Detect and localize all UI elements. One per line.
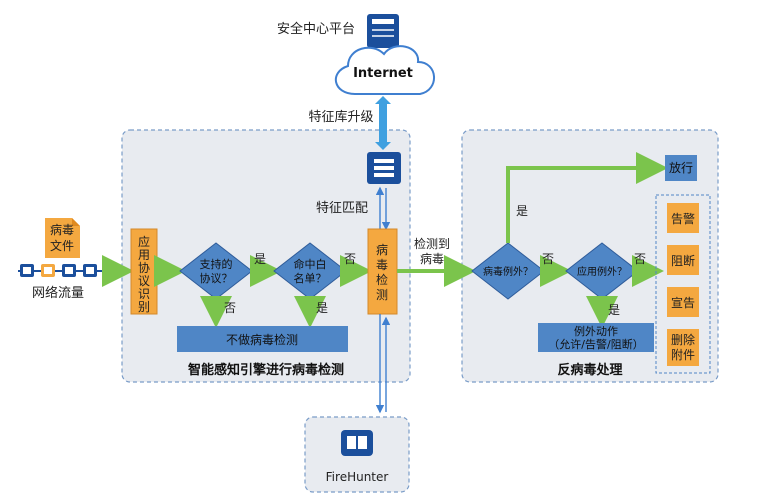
no-scan-bar	[177, 326, 348, 352]
action-box-delete-attachment	[667, 329, 699, 366]
detected-label-2: 病毒	[420, 251, 444, 266]
app-identify-char-2: 用	[138, 248, 150, 262]
action-box-announce	[667, 287, 699, 317]
whitelist-line2: 名单？	[294, 271, 327, 285]
match-label: 特征匹配	[316, 201, 368, 216]
app-exception-label: 应用例外？	[577, 265, 627, 278]
exception-action-bar	[538, 323, 654, 352]
upgrade-label: 特征库升级	[308, 109, 373, 125]
arrow-virus-exception-yes	[506, 152, 668, 243]
action-delete-line1: 删除	[671, 332, 695, 347]
virus-exception-yes-label: 是	[516, 204, 528, 218]
virus-file-icon	[45, 218, 80, 258]
whitelist-line1: 命中白	[294, 257, 327, 271]
virus-scan-char-2: 毒	[376, 258, 388, 272]
app-identify-char-6: 别	[138, 300, 150, 314]
app-identify-char-3: 协	[138, 260, 150, 275]
virus-file-line1: 病毒	[50, 222, 74, 237]
support-protocol-line1: 支持的	[200, 257, 233, 271]
internet-cloud	[334, 45, 435, 95]
action-box-alert	[667, 203, 699, 233]
server-icon	[367, 14, 399, 48]
action-box-block	[667, 245, 699, 275]
upgrade-arrow-head-bottom	[375, 142, 391, 150]
no-scan-label: 不做病毒检测	[226, 332, 298, 347]
action-block-label: 阻断	[671, 253, 695, 268]
action-delete-line2: 附件	[671, 348, 695, 362]
action-group	[655, 194, 711, 374]
virus-exception-diamond	[471, 242, 545, 300]
support-protocol-line2: 协议？	[200, 271, 233, 285]
internet-label: Internet	[353, 66, 413, 81]
action-alert-label: 告警	[671, 211, 695, 226]
app-identify-char-4: 议	[138, 274, 150, 288]
app-exception-no-label: 否	[634, 252, 646, 266]
firehunter-label: FireHunter	[326, 470, 389, 484]
virus-scan-box	[367, 228, 398, 315]
traffic-label: 网络流量	[32, 285, 84, 301]
traffic-packets	[18, 264, 102, 277]
platform-label: 安全中心平台	[277, 21, 355, 37]
pass-label: 放行	[669, 160, 693, 175]
support-no-label: 否	[224, 301, 236, 315]
virus-exception-no-label: 否	[542, 252, 554, 266]
exception-action-line1: 例外动作	[574, 324, 618, 338]
detected-label-1: 检测到	[414, 236, 450, 251]
virus-exception-label: 病毒例外？	[483, 265, 533, 278]
action-announce-label: 宣告	[671, 295, 695, 310]
virus-file-line2: 文件	[50, 238, 74, 253]
firehunter-icon	[341, 430, 373, 456]
app-identify-char-5: 识	[138, 287, 150, 301]
virus-scan-char-4: 测	[376, 288, 388, 302]
engine-panel-title: 智能感知引擎进行病毒检测	[188, 362, 344, 378]
virus-scan-char-3: 检	[376, 272, 388, 287]
virus-scan-char-1: 病	[376, 242, 388, 257]
support-yes-label: 是	[254, 252, 266, 266]
exception-action-line2: （允许/告警/阻断）	[548, 337, 643, 351]
signature-db-icon	[367, 152, 401, 184]
pass-box	[665, 155, 697, 181]
app-identify-char-1: 应	[138, 234, 150, 249]
app-exception-yes-label: 是	[608, 303, 620, 317]
antivirus-panel-title: 反病毒处理	[557, 362, 622, 378]
whitelist-yes-label: 是	[316, 301, 328, 315]
upgrade-arrow-head-top	[375, 96, 391, 104]
whitelist-no-label: 否	[344, 252, 356, 266]
